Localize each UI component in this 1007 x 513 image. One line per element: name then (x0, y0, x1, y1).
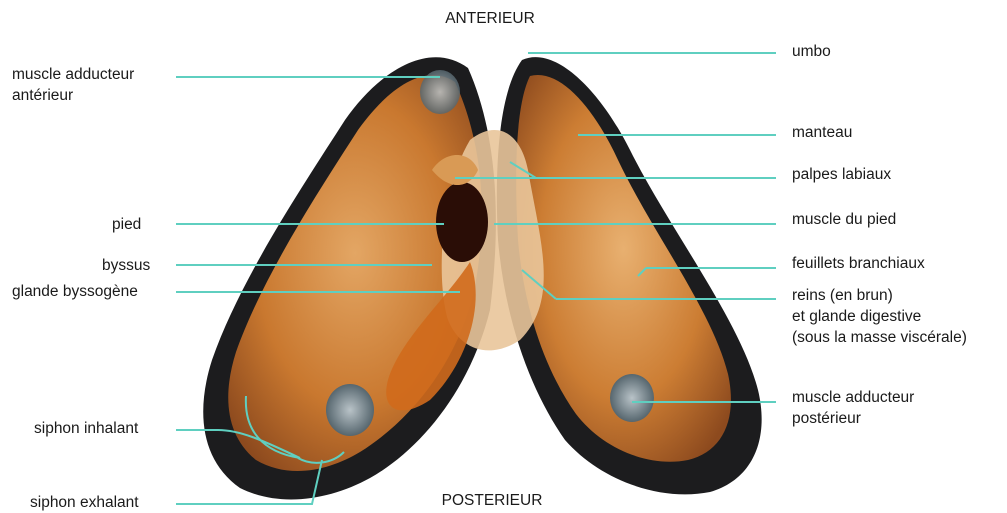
label-line: antérieur (12, 85, 134, 106)
posterior-label: POSTERIEUR (442, 490, 543, 511)
label-manteau: manteau (792, 122, 852, 143)
label-siphon-inhalant: siphon inhalant (34, 418, 138, 439)
posterior-adductor-left (326, 384, 374, 436)
label-umbo: umbo (792, 41, 831, 62)
label-muscle-adducteur-anterieur: muscle adducteur antérieur (12, 64, 134, 106)
label-feuillets-branchiaux: feuillets branchiaux (792, 253, 925, 274)
label-siphon-exhalant: siphon exhalant (30, 492, 139, 513)
label-line: muscle adducteur (792, 387, 914, 408)
label-glande-byssogene: glande byssogène (12, 281, 138, 302)
label-muscle-adducteur-posterieur: muscle adducteur postérieur (792, 387, 914, 429)
label-line: (sous la masse viscérale) (792, 327, 967, 348)
label-reins: reins (en brun) et glande digestive (sou… (792, 285, 967, 348)
label-palpes-labiaux: palpes labiaux (792, 164, 891, 185)
foot (436, 182, 488, 262)
label-line: et glande digestive (792, 306, 967, 327)
label-pied: pied (112, 214, 141, 235)
label-line: postérieur (792, 408, 914, 429)
label-line: muscle adducteur (12, 64, 134, 85)
posterior-adductor-right (610, 374, 654, 422)
label-muscle-du-pied: muscle du pied (792, 209, 896, 230)
label-byssus: byssus (102, 255, 150, 276)
anterior-label: ANTERIEUR (445, 8, 535, 29)
label-line: reins (en brun) (792, 285, 967, 306)
